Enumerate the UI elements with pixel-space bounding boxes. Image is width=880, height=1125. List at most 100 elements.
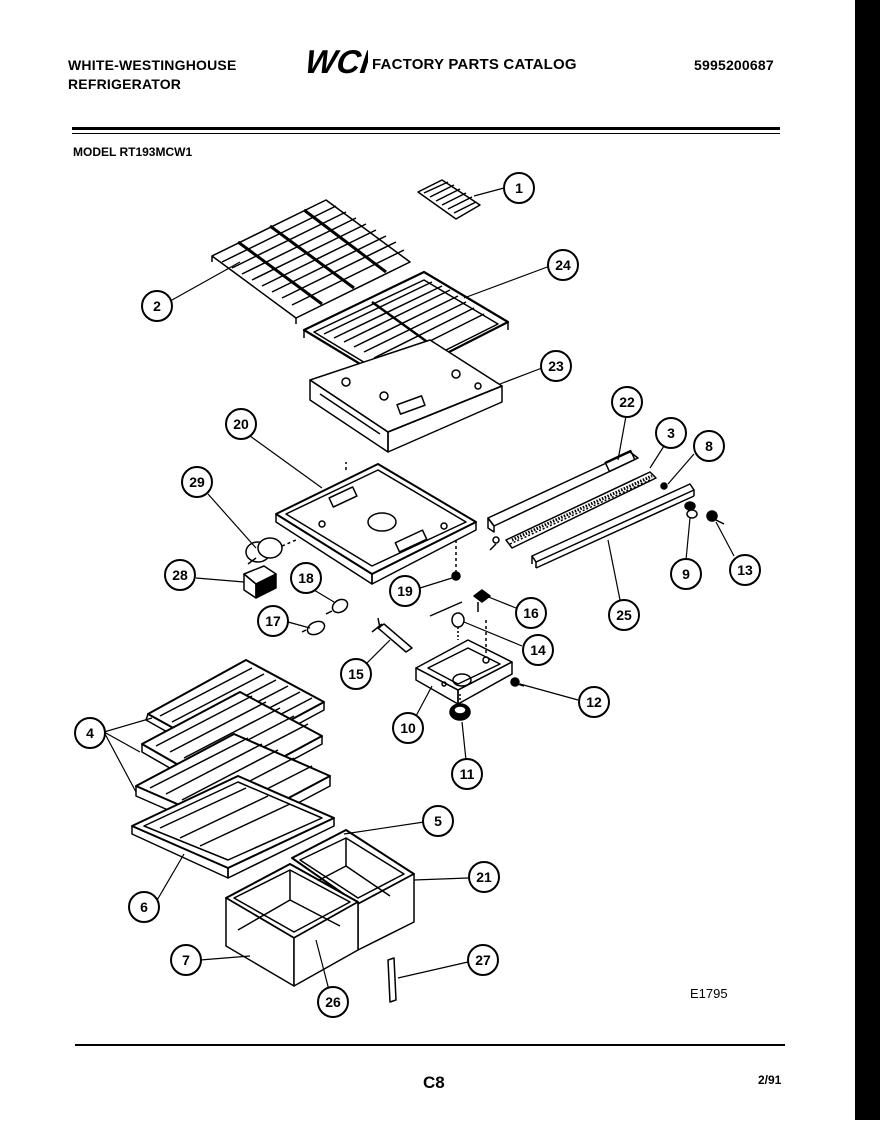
svg-text:16: 16: [523, 605, 539, 621]
callout-23: 23: [540, 350, 572, 382]
callout-layer: 1 2 24 23 22 3 8 20 29 28 18 17 19 16 14…: [74, 172, 761, 1018]
callout-6: 6: [128, 891, 160, 923]
wci-logo: WCI: [303, 44, 373, 81]
svg-text:23: 23: [548, 358, 564, 374]
svg-text:13: 13: [737, 562, 753, 578]
header-rule: [72, 127, 780, 130]
part-13-screw: [706, 510, 725, 525]
part-16-knob: [429, 589, 491, 617]
callout-26: 26: [317, 986, 349, 1018]
svg-text:7: 7: [182, 952, 190, 968]
svg-text:2: 2: [153, 298, 161, 314]
part-19-screw: [451, 571, 461, 581]
svg-text:5: 5: [434, 813, 442, 829]
part-8-clip: [660, 482, 668, 490]
model-label: MODEL RT193MCW1: [73, 145, 193, 159]
callout-29: 29: [181, 466, 213, 498]
part-2-wire-shelf: [211, 199, 411, 324]
callout-5: 5: [422, 805, 454, 837]
part-12-screw: [510, 677, 525, 687]
part-6-crisper-cover: [131, 775, 335, 879]
diagram-svg: [103, 179, 735, 1003]
svg-text:19: 19: [397, 583, 413, 599]
part-17-socket: [301, 620, 326, 636]
svg-text:WCI: WCI: [306, 45, 368, 77]
svg-text:18: 18: [298, 570, 314, 586]
part-22-rail: [487, 449, 639, 533]
svg-text:9: 9: [682, 566, 690, 582]
callout-21: 21: [468, 861, 500, 893]
part-1-grille: [417, 179, 481, 220]
callout-24: 24: [547, 249, 579, 281]
exploded-parts-diagram: [103, 179, 735, 1003]
callout-7: 7: [170, 944, 202, 976]
callout-16: 16: [515, 597, 547, 629]
part-27-rod: [387, 957, 397, 1003]
callout-25: 25: [608, 599, 640, 631]
callout-20: 20: [225, 408, 257, 440]
product-type: REFRIGERATOR: [68, 76, 182, 92]
catalog-title: FACTORY PARTS CATALOG: [372, 56, 577, 73]
part-9-spacer: [684, 501, 698, 519]
brand-block: WHITE-WESTINGHOUSE REFRIGERATOR: [68, 56, 236, 94]
svg-text:25: 25: [616, 607, 632, 623]
svg-text:24: 24: [555, 257, 571, 273]
part-28-housing: [243, 565, 277, 599]
part-10-control-housing: [415, 620, 513, 705]
callout-4: 4: [74, 717, 106, 749]
part-15-rod: [371, 617, 413, 653]
part-11-knob: [449, 694, 471, 721]
svg-text:4: 4: [86, 725, 94, 741]
callout-10: 10: [392, 712, 424, 744]
header-rule-thin: [72, 133, 780, 134]
callout-11: 11: [451, 758, 483, 790]
svg-text:21: 21: [476, 869, 492, 885]
svg-text:27: 27: [475, 952, 491, 968]
svg-text:10: 10: [400, 720, 416, 736]
part-29-socket: [245, 537, 297, 565]
svg-text:15: 15: [348, 666, 364, 682]
callout-15: 15: [340, 658, 372, 690]
catalog-date: 2/91: [758, 1073, 782, 1087]
svg-text:11: 11: [460, 766, 475, 782]
part-14-cap: [451, 612, 465, 640]
callout-17: 17: [257, 605, 289, 637]
callout-2: 2: [141, 290, 173, 322]
svg-text:26: 26: [325, 994, 341, 1010]
part-23-floor-panel: [309, 339, 503, 453]
callout-14: 14: [522, 634, 554, 666]
svg-text:17: 17: [265, 613, 281, 629]
part-25-strip: [531, 483, 695, 569]
svg-text:29: 29: [189, 474, 205, 490]
svg-text:8: 8: [705, 438, 713, 454]
callout-22: 22: [611, 386, 643, 418]
svg-text:22: 22: [619, 394, 635, 410]
page-edge-bar: [855, 0, 880, 1120]
footer-rule: [75, 1044, 785, 1046]
svg-text:3: 3: [667, 425, 675, 441]
callout-13: 13: [729, 554, 761, 586]
callout-12: 12: [578, 686, 610, 718]
svg-text:28: 28: [172, 567, 188, 583]
callout-svg: 1 2 24 23 22 3 8 20 29 28 18 17 19 16 14…: [74, 172, 761, 1018]
catalog-number: 5995200687: [694, 57, 774, 73]
part-7-crisper-drawer: [225, 863, 359, 987]
leader-lines: [103, 187, 735, 995]
part-18-bulb: [325, 598, 349, 615]
svg-text:14: 14: [530, 642, 546, 658]
svg-text:1: 1: [515, 180, 523, 196]
part-20-keeper-cover: [275, 462, 477, 585]
callout-9: 9: [670, 558, 702, 590]
callout-1: 1: [503, 172, 535, 204]
brand-name: WHITE-WESTINGHOUSE: [68, 57, 237, 73]
callout-28: 28: [164, 559, 196, 591]
callout-3: 3: [655, 417, 687, 449]
callout-27: 27: [467, 944, 499, 976]
svg-text:20: 20: [233, 416, 249, 432]
svg-text:6: 6: [140, 899, 148, 915]
callout-8: 8: [693, 430, 725, 462]
figure-reference: E1795: [690, 986, 728, 1001]
svg-text:12: 12: [586, 694, 602, 710]
page-number: C8: [423, 1073, 445, 1092]
